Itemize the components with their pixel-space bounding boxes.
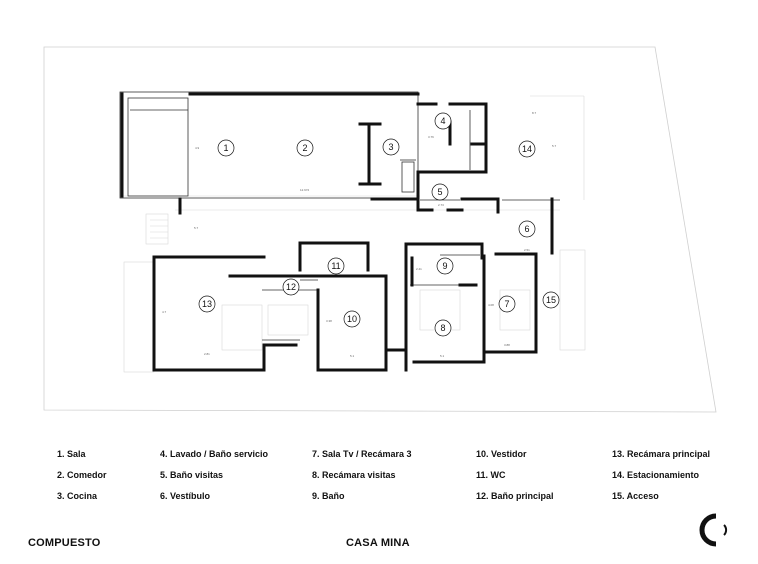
dimension-text: 5.1 — [350, 354, 355, 358]
legend-item: 5. Baño visitas — [160, 470, 224, 480]
dimension-text: 4.08 — [488, 303, 494, 307]
dimension-text: 5.7 — [552, 144, 557, 148]
room-number: 6 — [524, 224, 529, 234]
room-number: 4 — [440, 116, 445, 126]
legend-item: 4. Lavado / Baño servicio — [160, 449, 269, 459]
dimension-text: 3.76 — [428, 135, 434, 139]
dimension-text: 5.7 — [194, 226, 199, 230]
room-number: 2 — [302, 143, 307, 153]
c-logo-icon — [699, 513, 728, 547]
legend-item: 8. Recámara visitas — [312, 470, 396, 480]
legend-item: 11. WC — [476, 470, 506, 480]
room-number: 8 — [440, 323, 445, 333]
room-marker-3: 3 — [382, 138, 400, 156]
room-number: 13 — [202, 299, 212, 309]
legend-item: 6. Vestíbulo — [160, 491, 211, 501]
legend-column-3: 7. Sala Tv / Recámara 3 8. Recámara visi… — [312, 448, 412, 511]
outline-walls — [119, 91, 560, 341]
room-marker-8: 8 — [434, 319, 452, 337]
dimension-text: 2.73 — [438, 203, 444, 207]
dimension-text: 2.41 — [416, 267, 422, 271]
room-number: 14 — [522, 144, 532, 154]
dimension-text: 3.88 — [504, 343, 510, 347]
room-number: 1 — [223, 143, 228, 153]
room-number: 15 — [546, 295, 556, 305]
dimension-text: 4.7 — [162, 310, 167, 314]
room-marker-7: 7 — [498, 295, 516, 313]
dimension-text: 2.51 — [524, 248, 530, 252]
dimension-text: 2.81 — [204, 352, 210, 356]
legend-item: 13. Recámara principal — [612, 449, 711, 459]
legend-item: 2. Comedor — [57, 470, 107, 480]
heavy-walls — [120, 92, 554, 372]
legend-column-2: 4. Lavado / Baño servicio 5. Baño visita… — [160, 448, 268, 511]
legend-column-1: 1. Sala 2. Comedor 3. Cocina — [57, 448, 107, 511]
room-number: 11 — [331, 261, 340, 271]
room-marker-1: 1 — [217, 139, 235, 157]
room-marker-11: 11 — [327, 257, 345, 275]
room-marker-2: 2 — [296, 139, 314, 157]
room-number: 3 — [388, 142, 393, 152]
firm-name: COMPUESTO — [28, 537, 101, 549]
legend-item: 15. Acceso — [612, 491, 659, 501]
dimension-text: 4.9 — [195, 146, 200, 150]
legend-item: 3. Cocina — [57, 491, 98, 501]
dimension-text: 12.972 — [300, 188, 310, 192]
legend-column-4: 10. Vestidor 11. WC 12. Baño principal — [476, 448, 554, 511]
legend-item: 12. Baño principal — [476, 491, 554, 501]
dimension-text: 5.1 — [440, 354, 445, 358]
room-number: 7 — [504, 299, 509, 309]
room-number: 10 — [347, 314, 357, 324]
room-marker-9: 9 — [436, 257, 454, 275]
context-lines — [120, 95, 586, 373]
floor-plan: 1 2 3 4 5 6 7 8 9 10 11 12 13 14 15 — [43, 46, 717, 413]
room-marker-5: 5 — [431, 183, 449, 201]
room-marker-12: 12 — [282, 278, 300, 296]
legend-item: 14. Estacionamiento — [612, 470, 700, 480]
room-marker-14: 14 — [518, 140, 536, 158]
room-marker-15: 15 — [542, 291, 560, 309]
room-number: 5 — [437, 187, 442, 197]
legend-item: 1. Sala — [57, 449, 86, 459]
legend-item: 9. Baño — [312, 491, 345, 501]
room-marker-6: 6 — [518, 220, 536, 238]
room-marker-10: 10 — [343, 310, 361, 328]
dimension-labels: 12.972 4.9 5.7 3.76 2.73 5.7 8.7 4.7 2.8… — [162, 111, 557, 358]
legend-item: 7. Sala Tv / Recámara 3 — [312, 449, 412, 459]
room-markers: 1 2 3 4 5 6 7 8 9 10 11 12 13 14 15 — [198, 112, 560, 337]
dimension-text: 8.7 — [532, 111, 537, 115]
legend-column-5: 13. Recámara principal 14. Estacionamien… — [612, 448, 710, 511]
site-boundary — [43, 46, 717, 413]
dimension-text: 3.38 — [326, 319, 332, 323]
room-number: 9 — [442, 261, 447, 271]
legend-item: 10. Vestidor — [476, 449, 527, 459]
room-number: 12 — [286, 282, 296, 292]
room-marker-13: 13 — [198, 295, 216, 313]
project-name: CASA MINA — [346, 537, 410, 549]
room-marker-4: 4 — [434, 112, 452, 130]
